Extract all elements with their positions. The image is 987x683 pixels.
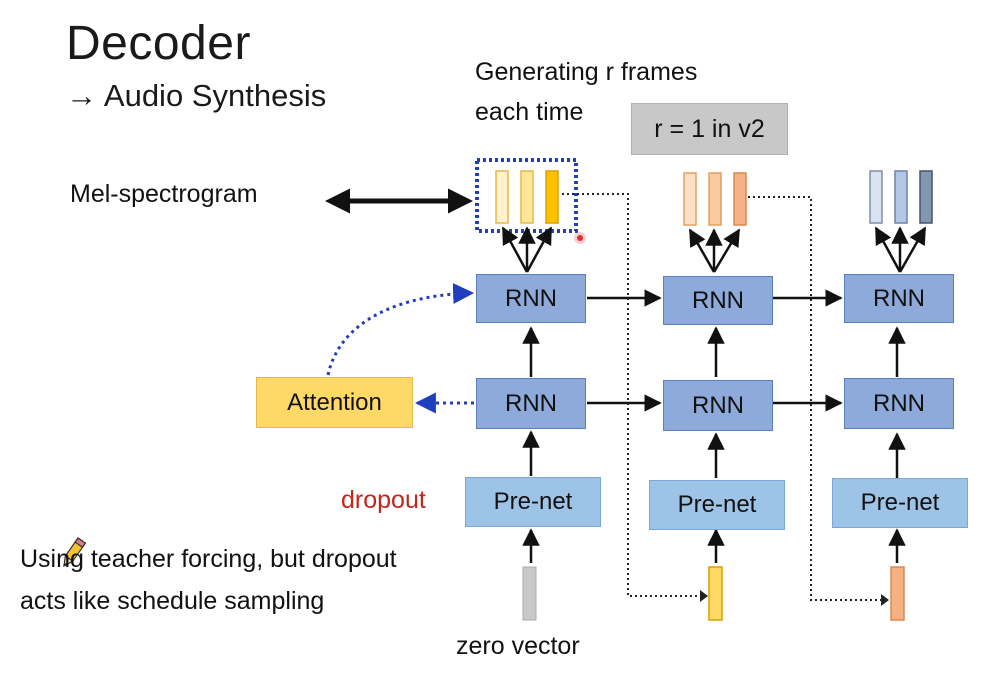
frame-3-2	[894, 170, 908, 224]
r-value-box: r = 1 in v2	[631, 103, 788, 155]
input-vector-2	[708, 566, 723, 621]
frame-2-1	[683, 172, 697, 226]
rnn-bottom-3: RNN	[844, 378, 954, 429]
frame-3-1	[869, 170, 883, 224]
rnn-bottom-2: RNN	[663, 380, 773, 431]
teacher-forcing-note-line2: acts like schedule sampling	[20, 587, 325, 615]
rnn-top-2: RNN	[663, 276, 773, 325]
prenet-1: Pre-net	[465, 477, 601, 527]
prenet-2: Pre-net	[649, 480, 785, 530]
dropout-label: dropout	[341, 486, 426, 514]
slide-title: Decoder	[66, 17, 251, 70]
frame-2-3	[733, 172, 747, 226]
rnn-bottom-1: RNN	[476, 378, 586, 429]
frame-1-2	[520, 170, 534, 224]
rnn-top-1: RNN	[476, 274, 586, 323]
zero-vector-input	[522, 566, 537, 621]
generating-frames-line2: each time	[475, 98, 584, 126]
teacher-forcing-note-line1: Using teacher forcing, but dropout	[20, 545, 397, 573]
prenet-3: Pre-net	[832, 478, 968, 528]
frame-1-3	[545, 170, 559, 224]
slide-subtitle: → Audio Synthesis	[66, 78, 327, 113]
frame-1-1	[495, 170, 509, 224]
frame-2-2	[708, 172, 722, 226]
zero-vector-label: zero vector	[456, 632, 580, 660]
attention-block: Attention	[256, 377, 413, 428]
generating-frames-line1: Generating r frames	[475, 58, 698, 86]
input-vector-3	[890, 566, 905, 621]
laser-pointer-icon	[574, 232, 586, 244]
rnn-top-3: RNN	[844, 274, 954, 323]
attention-to-rnn-curve	[326, 283, 475, 376]
mel-spectrogram-label: Mel-spectrogram	[70, 180, 258, 208]
pencil-cursor-icon	[63, 537, 87, 568]
frames-highlight-box	[475, 158, 578, 233]
frame-3-3	[919, 170, 933, 224]
